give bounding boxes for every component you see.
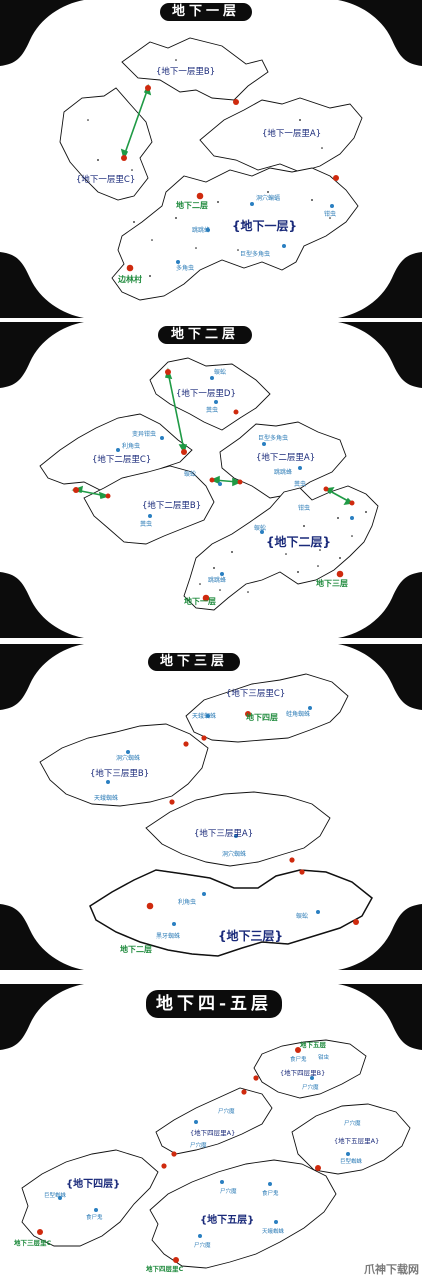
region-floor4-b: {地下四层里B} — [280, 1069, 326, 1077]
monster-label: 尸穴魔 — [344, 1121, 361, 1127]
monster-label: 洞穴蝙蝠 — [256, 195, 281, 202]
area-floor4-main — [21, 1149, 159, 1247]
monster-label: 跳跳蜂 — [192, 227, 211, 234]
area-floor1-b — [121, 37, 269, 101]
monster-label: 钳虫 — [318, 1055, 330, 1061]
map-floor-1-graphic — [0, 0, 422, 318]
region-floor3-main: {地下三层} — [218, 929, 284, 943]
area-floor4-b — [253, 1039, 367, 1099]
exit-label-town[interactable]: 边林村 — [118, 275, 142, 284]
area-floor1-c — [59, 87, 153, 201]
monster-label: 巨型蜘蛛 — [340, 1159, 363, 1165]
monster-label: 食尸鬼 — [86, 1215, 103, 1221]
region-floor1-a: {地下一层里A} — [262, 129, 322, 139]
monster-label: 尸穴魔 — [218, 1109, 235, 1115]
region-floor4-a: {地下四层里A} — [190, 1129, 236, 1137]
monster-label: 蜈蚣 — [214, 369, 227, 376]
region-floor3-c: {地下三层里C} — [226, 689, 286, 699]
monster-label: 多角虫 — [176, 265, 195, 272]
monster-label: 利角虫 — [178, 899, 197, 906]
area-floor3-a — [145, 791, 331, 867]
area-floor5-main — [149, 1159, 337, 1269]
map-panel-floor-4-5: 地下四-五层 {地下四层里B} {地下四层里A} {地下五层里A} {地下四层}… — [0, 984, 422, 1280]
monster-label: 钳虫 — [298, 505, 311, 512]
monster-label: 尸穴魔 — [190, 1143, 207, 1149]
monster-label: 洞穴蜘蛛 — [116, 755, 141, 762]
region-floor2-a: {地下二层里A} — [256, 453, 316, 463]
map-floor-4-5-graphic — [0, 984, 422, 1269]
floor-1-title: 地下一层 — [160, 3, 252, 21]
exit-label-floor-2[interactable]: 地下二层 — [176, 201, 208, 210]
map-floor-2-graphic — [0, 322, 422, 638]
region-floor2-d: {地下一层里D} — [176, 389, 236, 399]
monster-label: 粪虫 — [294, 481, 307, 488]
monster-label: 天蛾蜘蛛 — [94, 795, 119, 802]
floor-3-title: 地下三层 — [148, 653, 240, 671]
map-panel-floor-1: 地下一层 {地下一层里B} {地下一层里A} {地下一层里C} {地下一层} 洞… — [0, 0, 422, 318]
map-panel-floor-2: 地下二层 {地下一层里D} {地下二层里C} {地下二层里A} {地下二层里B}… — [0, 322, 422, 638]
exit-label-floor-4c[interactable]: 地下四层里C — [146, 1265, 184, 1273]
monster-label: 蜈蚣 — [184, 471, 197, 478]
monster-label: 食尸鬼 — [290, 1057, 307, 1063]
monster-label: 天蛾蜘蛛 — [192, 713, 217, 720]
monster-label: 巨型蜘蛛 — [44, 1193, 67, 1199]
monster-label: 天蛾蜘蛛 — [262, 1229, 285, 1235]
monster-label: 尸穴魔 — [220, 1189, 237, 1195]
region-floor2-main: {地下二层} — [266, 535, 332, 549]
monster-label: 蛙角蜘蛛 — [286, 711, 311, 718]
monster-label: 蜈蚣 — [296, 913, 309, 920]
monster-label: 跳跳蜂 — [274, 469, 293, 476]
area-floor3-b — [39, 723, 209, 807]
region-floor1-main: {地下一层} — [232, 219, 298, 233]
area-floor1-main — [111, 167, 359, 301]
region-floor5-a: {地下五层里A} — [334, 1137, 380, 1145]
region-floor3-a: {地下三层里A} — [194, 829, 254, 839]
area-floor2-main — [183, 485, 379, 611]
floor-4-5-title: 地下四-五层 — [146, 990, 282, 1018]
monster-label: 黑牙蜘蛛 — [156, 933, 181, 940]
monster-label: 跳跳蜂 — [208, 577, 227, 584]
exit-label-floor-1[interactable]: 地下一层 — [184, 597, 216, 606]
region-floor1-c: {地下一层里C} — [76, 175, 136, 185]
monster-label: 尸穴魔 — [194, 1243, 211, 1249]
exit-label-floor-3c[interactable]: 地下三层里C — [14, 1239, 52, 1247]
monster-label: 巨型多角虫 — [240, 251, 271, 258]
area-floor4-a — [155, 1087, 273, 1155]
area-floor2-a — [219, 421, 347, 499]
monster-label: 粪虫 — [206, 407, 219, 414]
monster-label: 洞穴蜘蛛 — [222, 851, 247, 858]
region-floor2-c: {地下二层里C} — [92, 455, 152, 465]
monster-label: 变异钳虫 — [132, 431, 157, 438]
exit-label-floor-3[interactable]: 地下三层 — [316, 579, 348, 588]
monster-label: 食尸鬼 — [262, 1191, 279, 1197]
region-floor2-b: {地下二层里B} — [142, 501, 202, 511]
region-floor4-main: {地下四层} — [66, 1179, 121, 1190]
region-floor3-b: {地下三层里B} — [90, 769, 150, 779]
area-floor3-main — [89, 869, 373, 957]
monster-label: 巨型多角虫 — [258, 435, 289, 442]
site-watermark: 爪神下载网 — [364, 1263, 419, 1276]
exit-label-floor-2[interactable]: 地下二层 — [120, 945, 152, 954]
monster-label: 粪虫 — [140, 521, 153, 528]
monster-label: 尸穴魔 — [302, 1085, 319, 1091]
monster-label: 蜈蚣 — [254, 525, 267, 532]
area-floor2-d — [149, 357, 271, 431]
area-floor1-a — [199, 97, 363, 173]
area-floor2-b — [83, 465, 215, 545]
floor-2-title: 地下二层 — [158, 326, 252, 344]
exit-label-floor-5[interactable]: 地下五层 — [300, 1041, 326, 1049]
region-floor1-b: {地下一层里B} — [156, 67, 216, 77]
monster-label: 利角虫 — [122, 443, 141, 450]
monster-label: 钳虫 — [324, 211, 337, 218]
exit-label-floor-4[interactable]: 地下四层 — [246, 713, 278, 722]
area-floor3-c — [185, 673, 349, 743]
region-floor5-main: {地下五层} — [200, 1215, 255, 1226]
map-floor-3-graphic — [0, 644, 422, 970]
map-panel-floor-3: 地下三层 {地下三层里C} {地下三层里B} {地下三层里A} {地下三层} 天… — [0, 644, 422, 970]
